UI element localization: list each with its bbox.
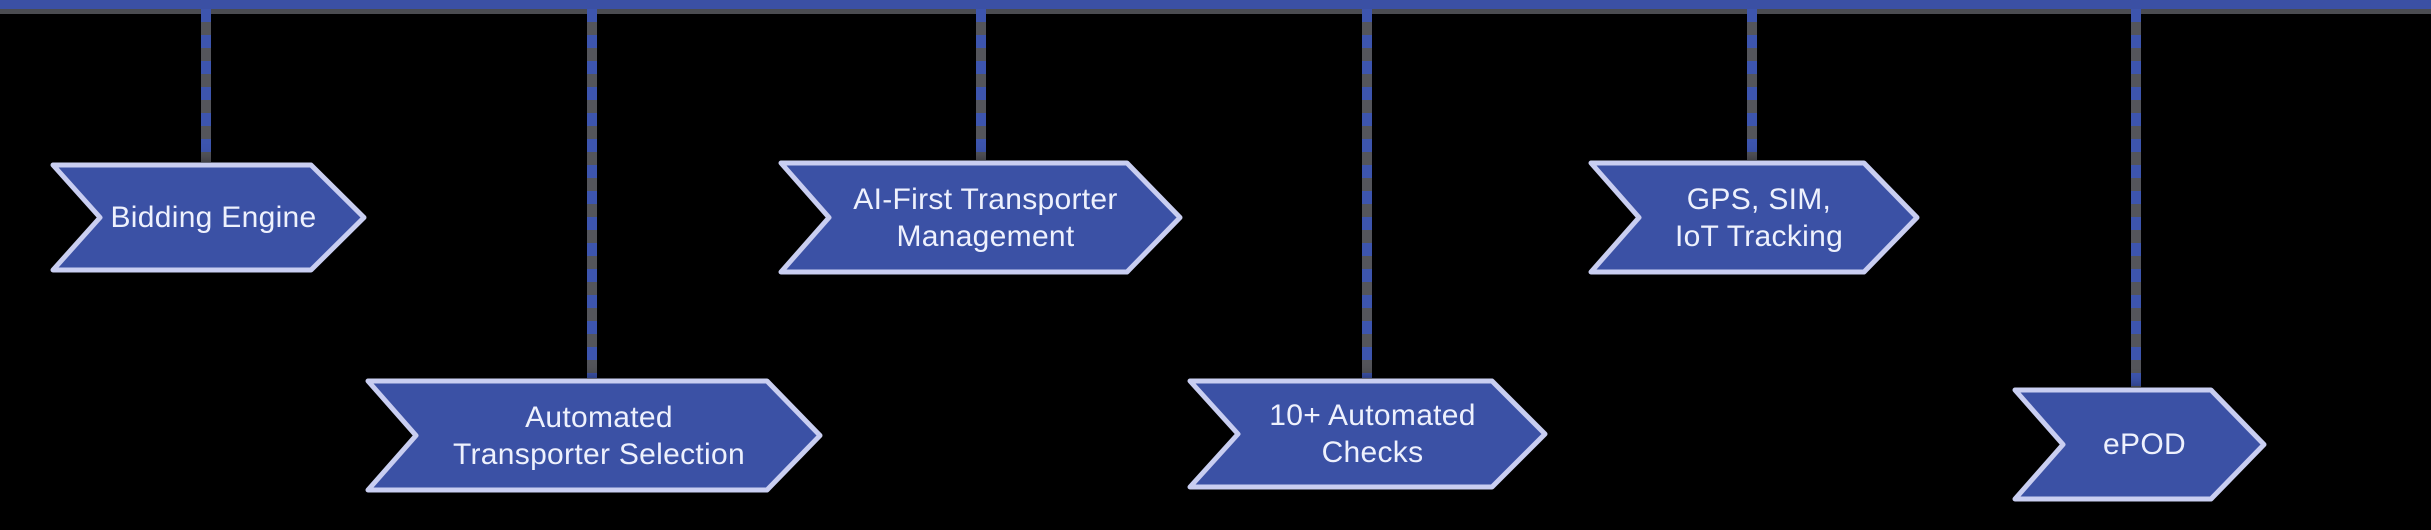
arrow-label-line: Management bbox=[896, 219, 1075, 253]
chevron-arrow-icon bbox=[2012, 387, 2267, 502]
arrow-label-line: Checks bbox=[1321, 436, 1424, 469]
arrow-label: AI-First Transporter Management bbox=[778, 160, 1183, 275]
connector-line-ai-first-transporter-management bbox=[976, 9, 986, 160]
arrow-gps-sim-iot-tracking: GPS, SIM, IoT Tracking bbox=[1588, 160, 1920, 275]
connector-line-automated-transporter-selection bbox=[587, 9, 597, 378]
chevron-arrow-icon bbox=[1588, 160, 1920, 275]
arrow-ai-first-transporter-management: AI-First Transporter Management bbox=[778, 160, 1183, 275]
arrow-label-line: IoT Tracking bbox=[1674, 219, 1844, 253]
chevron-arrow-icon bbox=[778, 160, 1183, 275]
arrow-label-line: Transporter Selection bbox=[453, 437, 745, 471]
arrow-bidding-engine: Bidding Engine bbox=[50, 162, 367, 273]
arrow-ten-plus-automated-checks: 10+ Automated Checks bbox=[1187, 378, 1548, 490]
chevron-arrow-icon bbox=[1187, 378, 1548, 490]
arrow-label: GPS, SIM, IoT Tracking bbox=[1588, 160, 1920, 275]
arrow-label: 10+ Automated Checks bbox=[1187, 378, 1548, 490]
arrow-automated-transporter-selection: Automated Transporter Selection bbox=[365, 378, 823, 493]
chevron-arrow-icon bbox=[50, 162, 367, 273]
timeline-bar bbox=[0, 0, 2431, 9]
arrow-label-line: AI-First Transporter bbox=[853, 182, 1118, 216]
arrow-label-line: Bidding Engine bbox=[110, 201, 317, 234]
connector-line-gps-sim-iot-tracking bbox=[1747, 9, 1757, 160]
arrow-label: ePOD bbox=[2012, 387, 2267, 502]
arrow-label: Bidding Engine bbox=[50, 162, 367, 273]
connector-line-bidding-engine bbox=[201, 9, 211, 162]
connector-line-epod bbox=[2131, 9, 2141, 387]
arrow-label-line: Automated bbox=[525, 400, 673, 434]
timeline-bar-shadow bbox=[0, 9, 2431, 14]
arrow-label-line: 10+ Automated bbox=[1269, 399, 1476, 432]
chevron-arrow-icon bbox=[365, 378, 823, 493]
arrow-label: Automated Transporter Selection bbox=[365, 378, 823, 493]
connector-line-ten-plus-automated-checks bbox=[1362, 9, 1372, 378]
arrow-label-line: GPS, SIM, bbox=[1686, 182, 1832, 216]
arrow-epod: ePOD bbox=[2012, 387, 2267, 502]
arrow-label-line: ePOD bbox=[2103, 428, 2186, 461]
